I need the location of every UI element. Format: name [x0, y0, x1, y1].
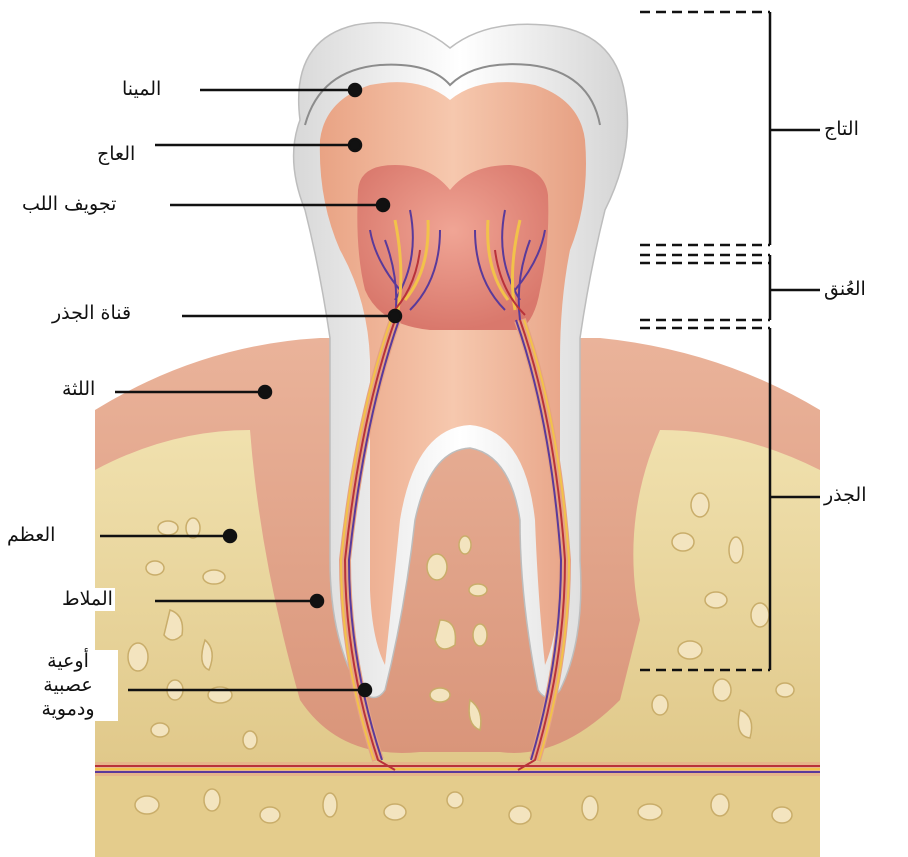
label-vessels-line2: عصبية: [20, 674, 116, 698]
label-neck: العُنق: [822, 278, 868, 301]
label-root-canal: قناة الجذر: [50, 302, 133, 325]
label-root: الجذر: [822, 484, 868, 507]
label-pulp-cavity: تجويف اللب: [20, 193, 118, 216]
vessel-band: [95, 762, 820, 776]
label-vessels: أوعية عصبية ودموية: [18, 650, 118, 721]
bone-base: [95, 775, 820, 857]
label-gum: اللثة: [60, 378, 97, 401]
label-vessels-line1: أوعية: [20, 650, 116, 674]
label-vessels-line3: ودموية: [20, 698, 116, 722]
label-crown: التاج: [822, 118, 861, 141]
label-enamel: المينا: [120, 78, 163, 101]
label-dentin: العاج: [95, 143, 137, 166]
label-bone: العظم: [5, 524, 57, 547]
label-cementum: الملاط: [60, 588, 115, 611]
